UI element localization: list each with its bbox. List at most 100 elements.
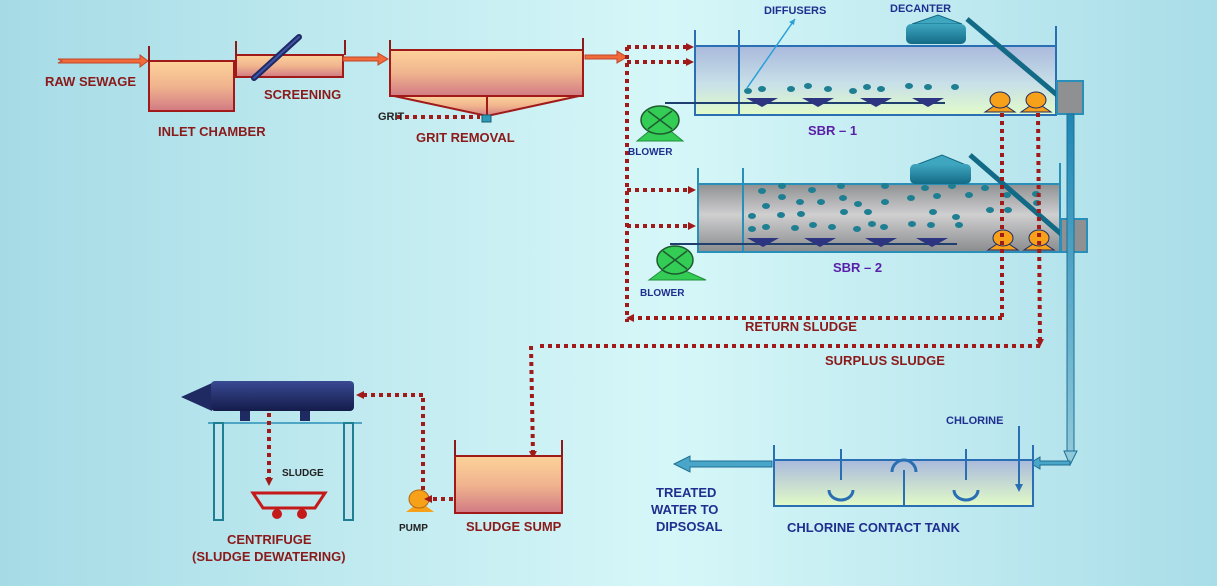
diffuser-icon [746, 98, 778, 107]
return-sludge-line [626, 113, 1004, 322]
sbr-1-diffusers [746, 98, 944, 107]
air-bubble [797, 211, 805, 217]
sbr-feed-lines [625, 43, 696, 322]
centrifuge-label-line-2: (SLUDGE DEWATERING) [192, 549, 346, 564]
sbr-2-label: SBR – 2 [833, 260, 882, 275]
air-bubble [908, 221, 916, 227]
sludge-label: SLUDGE [282, 468, 324, 479]
air-bubble [905, 83, 913, 89]
air-bubble [986, 207, 994, 213]
screening-label: SCREENING [264, 87, 341, 102]
air-bubble [824, 86, 832, 92]
air-bubble [791, 225, 799, 231]
air-bubble [853, 226, 861, 232]
diffusers-label: DIFFUSERS [764, 5, 826, 17]
air-bubble [927, 222, 935, 228]
diffuser-icon [804, 238, 836, 247]
flow-arrow-to-grit [342, 52, 389, 66]
air-bubble [777, 212, 785, 218]
air-bubble [880, 224, 888, 230]
air-bubble [952, 214, 960, 220]
air-bubble [881, 183, 889, 189]
air-bubble [849, 88, 857, 94]
air-bubble [804, 83, 812, 89]
air-bubble [881, 199, 889, 205]
air-bubble [748, 213, 756, 219]
pump-icon [992, 229, 1014, 247]
sbr-2-diffusers [747, 238, 948, 247]
air-bubble [744, 88, 752, 94]
air-bubble [948, 183, 956, 189]
diffuser-icon [860, 98, 892, 107]
air-bubble [758, 188, 766, 194]
raw-sewage-arrow [57, 54, 149, 68]
treated-effluent-pipe [1029, 113, 1078, 470]
air-bubble [955, 222, 963, 228]
pump-label: PUMP [399, 523, 428, 534]
air-bubble [854, 201, 862, 207]
air-bubble [907, 195, 915, 201]
sbr-2-decanter-icon [910, 153, 1070, 242]
diffuser-icon [912, 98, 944, 107]
chlorine-dosing-arrow [1015, 426, 1023, 492]
treated-water-label-line-2: WATER TO [651, 502, 718, 517]
air-bubble [981, 185, 989, 191]
air-bubble [787, 86, 795, 92]
treated-water-label-line-3: DIPSOSAL [656, 519, 723, 534]
centrifuge-icon [181, 381, 362, 521]
air-bubble [877, 86, 885, 92]
air-bubble [921, 185, 929, 191]
blower-2-icon [647, 245, 707, 281]
air-bubble [864, 209, 872, 215]
air-bubble [762, 203, 770, 209]
diffuser-icon [802, 98, 834, 107]
flow-arrow-to-sbr [584, 50, 628, 64]
inlet-chamber-tank [148, 46, 235, 112]
air-bubble [808, 187, 816, 193]
air-bubble [817, 199, 825, 205]
sbr-1-label: SBR – 1 [808, 123, 857, 138]
air-bubble [839, 195, 847, 201]
blower-1-icon [635, 105, 685, 142]
sump-pump-icon [406, 489, 434, 512]
chlorine-label: CHLORINE [946, 415, 1003, 427]
air-bubble [863, 84, 871, 90]
blower-2-label: BLOWER [640, 288, 685, 299]
air-bubble [868, 221, 876, 227]
air-bubble [933, 193, 941, 199]
surplus-sludge-line [528, 112, 1044, 459]
air-bubble [758, 86, 766, 92]
diffuser-icon [916, 238, 948, 247]
sbr-2-bubbles [748, 183, 1041, 232]
pump-icon [989, 91, 1011, 109]
grit-label: GRIT [378, 111, 405, 123]
diffusers-pointer-arrowhead [789, 19, 795, 25]
inlet-chamber-label: INLET CHAMBER [158, 124, 266, 139]
centrifuge-label-line-1: CENTRIFUGE [227, 532, 312, 547]
air-bubble [778, 183, 786, 189]
air-bubble [840, 209, 848, 215]
air-bubble [924, 84, 932, 90]
blower-1-label: BLOWER [628, 147, 673, 158]
diffuser-icon [747, 238, 779, 247]
air-bubble [1004, 207, 1012, 213]
sbr-1-bubbles [744, 83, 959, 94]
chlorine-contact-tank-label: CHLORINE CONTACT TANK [787, 520, 960, 535]
pump-icon [1028, 229, 1050, 247]
air-bubble [796, 199, 804, 205]
grit-removal-label: GRIT REMOVAL [416, 130, 515, 145]
air-bubble [748, 226, 756, 232]
air-bubble [965, 192, 973, 198]
decanter-label: DECANTER [890, 3, 951, 15]
air-bubble [778, 194, 786, 200]
diffusers-pointer-line [746, 18, 796, 89]
sludge-cart-icon [250, 491, 328, 519]
diffuser-icon [865, 238, 897, 247]
air-bubble [809, 222, 817, 228]
air-bubble [929, 209, 937, 215]
return-sludge-label: RETURN SLUDGE [745, 319, 857, 334]
raw-sewage-label: RAW SEWAGE [45, 74, 136, 89]
pump-icon [1025, 91, 1047, 109]
